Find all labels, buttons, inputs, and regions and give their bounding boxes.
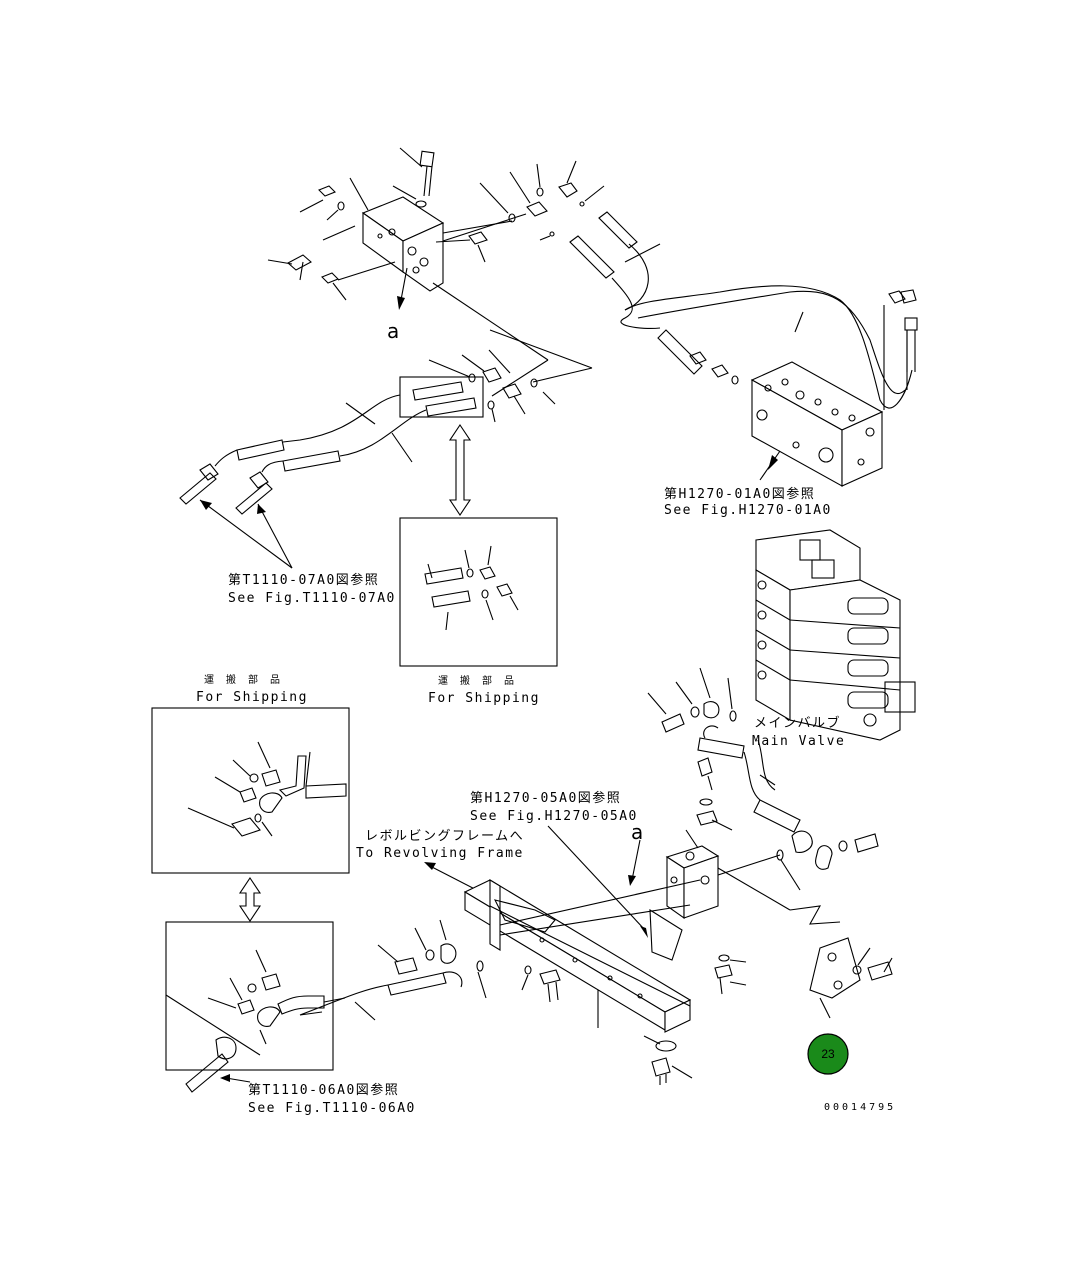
support-beam bbox=[463, 879, 747, 1085]
double-arrow-left bbox=[238, 877, 262, 922]
callout-t1110-07a0-jp: 第T1110-07A0図参照 bbox=[228, 572, 379, 588]
revolving-en: To Revolving Frame bbox=[356, 846, 524, 861]
right-manifold-block bbox=[750, 361, 884, 487]
main-valve-en: Main Valve bbox=[752, 734, 845, 749]
mid-right-fittings bbox=[647, 667, 879, 891]
callout-t1110-06a0-jp: 第T1110-06A0図参照 bbox=[248, 1082, 399, 1098]
main-valve: メインバルブ Main Valve bbox=[752, 529, 916, 749]
shipping-mid-jp: 運 搬 部 品 bbox=[438, 674, 517, 687]
drawing-number: 00014795 bbox=[824, 1102, 896, 1113]
shipping-box-mid: 運 搬 部 品 For Shipping bbox=[399, 517, 558, 706]
double-arrow-mid bbox=[448, 424, 472, 516]
callout-h1270-01a0-en: See Fig.H1270-01A0 bbox=[664, 503, 832, 518]
callout-h1270-01a0: 第H1270-01A0図参照 See Fig.H1270-01A0 bbox=[664, 486, 832, 518]
top-hoses bbox=[569, 211, 918, 410]
shipping-box-left-lower: 第T1110-06A0図参照 See Fig.T1110-06A0 bbox=[165, 921, 416, 1116]
shipping-box-left-upper: 運 搬 部 品 For Shipping bbox=[151, 673, 350, 874]
item-count-badge[interactable]: 23 bbox=[807, 1033, 849, 1075]
revolving-jp: レボルビングフレームへ bbox=[365, 829, 524, 844]
callout-h1270-01a0-jp: 第H1270-01A0図参照 bbox=[664, 486, 815, 502]
callout-h1270-05a0: 第H1270-05A0図参照 See Fig.H1270-05A0 bbox=[470, 790, 648, 938]
top-bolts-and-fittings: a bbox=[267, 147, 605, 343]
callout-h1270-05a0-en: See Fig.H1270-05A0 bbox=[470, 809, 638, 824]
shipping-left-en: For Shipping bbox=[196, 690, 308, 705]
cover-plate bbox=[809, 937, 893, 1019]
main-valve-jp: メインバルブ bbox=[754, 715, 841, 731]
lower-manifold-block: a bbox=[628, 820, 841, 925]
badge-number: 23 bbox=[821, 1047, 835, 1061]
top-manifold-block bbox=[361, 196, 445, 292]
ref-label-a-mid: a bbox=[631, 820, 643, 844]
lower-left-fittings bbox=[299, 919, 561, 1021]
ref-label-a-top: a bbox=[387, 319, 399, 343]
callout-t1110-07a0-en: See Fig.T1110-07A0 bbox=[228, 591, 396, 606]
shipping-mid-en: For Shipping bbox=[428, 691, 540, 706]
callout-h1270-05a0-jp: 第H1270-05A0図参照 bbox=[470, 790, 621, 806]
left-hoses-upper: 第T1110-07A0図参照 See Fig.T1110-07A0 bbox=[179, 282, 593, 606]
shipping-left-jp: 運 搬 部 品 bbox=[204, 673, 283, 686]
callout-t1110-06a0-en: See Fig.T1110-06A0 bbox=[248, 1101, 416, 1116]
